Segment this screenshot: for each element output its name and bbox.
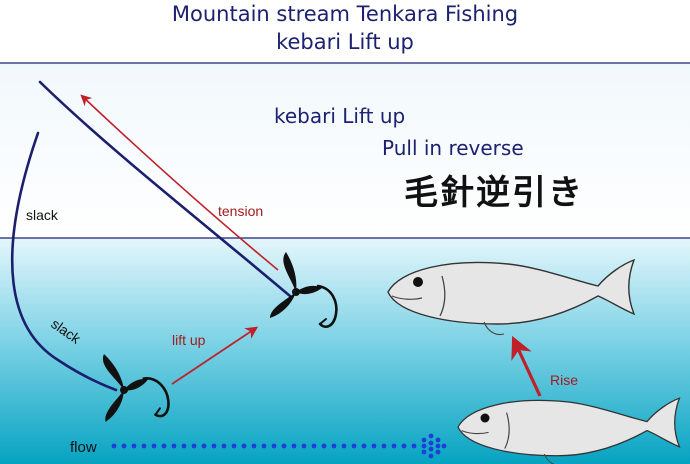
flow-dots [111,433,447,459]
slack-line [10,131,118,392]
taut-line [38,80,292,298]
slack-upper-label: slack [26,207,59,223]
heading-label: kebari Lift up [274,104,405,128]
lift-up-arrow [171,326,259,385]
page-title: Mountain stream Tenkara Fishing [171,2,519,26]
tension-label: tension [218,203,263,219]
rise-arrow [511,335,542,397]
calligraphy-label: 毛針逆引き [404,173,584,213]
subheading-label: Pull in reverse [382,136,524,160]
lift-up-label: lift up [172,332,206,348]
tension-arrow [80,94,279,271]
air-zone [0,63,690,238]
rise-label: Rise [550,372,578,388]
page-subtitle: kebari Lift up [276,30,414,54]
flow-label: flow [70,439,97,456]
